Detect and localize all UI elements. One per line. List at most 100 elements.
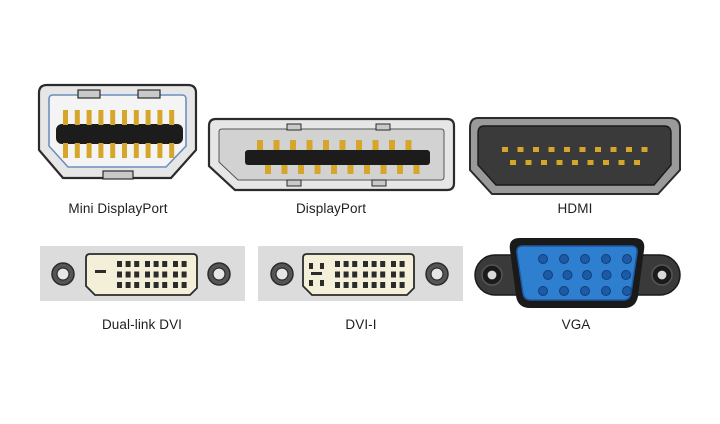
dvi-i-analog-pins [309, 263, 324, 286]
pin-hole [363, 271, 368, 278]
pin-hole [145, 271, 150, 278]
hdmi-pins-top [502, 147, 648, 152]
pin-hole [562, 270, 573, 280]
pin-hole [538, 254, 548, 264]
mini-displayport-pins-top [63, 110, 175, 125]
pin-hole [145, 282, 150, 288]
pin [110, 110, 116, 125]
pin-hole [117, 282, 122, 288]
pin-hole [391, 261, 396, 267]
pin [525, 160, 532, 165]
vga-left-screw [481, 264, 503, 286]
displayport-pins-bottom [265, 165, 420, 174]
pin-hole [352, 282, 358, 288]
pin [618, 160, 625, 165]
pin-hole [559, 286, 569, 296]
pin-hole [125, 282, 131, 288]
pin [389, 140, 395, 150]
pin [122, 143, 127, 158]
pin [323, 140, 329, 150]
pin-hole [181, 261, 187, 267]
pin [610, 147, 617, 152]
dual-link-dvi-right-screw [207, 262, 231, 286]
pin-hole [145, 261, 150, 267]
pin [579, 147, 586, 152]
pin-hole [380, 261, 386, 267]
pin-hole [162, 261, 168, 267]
pin [273, 140, 280, 150]
pin [587, 160, 594, 165]
pin [145, 110, 151, 125]
pin-hole [371, 282, 377, 288]
pin [169, 143, 175, 158]
pin [347, 165, 354, 174]
pin [133, 110, 139, 125]
mini-displayport-connector [37, 83, 198, 180]
pin [510, 160, 516, 165]
pin [364, 165, 370, 174]
pin-hole [580, 254, 590, 264]
pin [63, 143, 68, 158]
pin [556, 160, 563, 165]
vga-right-screw [651, 264, 673, 286]
pin-hole [134, 282, 140, 288]
pin-hole [335, 261, 340, 267]
pin-hole [173, 271, 178, 278]
vga-pin-holes [538, 254, 632, 296]
pin [145, 143, 151, 158]
dual-link-dvi-left-screw [51, 262, 75, 286]
pin-hole [153, 271, 159, 278]
pin-hole [380, 282, 386, 288]
pin [641, 147, 648, 152]
pin [372, 140, 379, 150]
pin [169, 110, 175, 125]
pin-hole [352, 271, 358, 278]
pin-hole [399, 261, 405, 267]
pin-hole [173, 282, 178, 288]
vga-connector [474, 238, 681, 308]
pin [133, 143, 139, 158]
pin [98, 143, 104, 158]
pin-hole [380, 271, 386, 278]
pin [122, 110, 127, 125]
pin-hole [559, 254, 569, 264]
pin [157, 143, 163, 158]
dual-link-dvi-connector [40, 246, 245, 301]
pin [564, 147, 570, 152]
pin-hole [117, 261, 122, 267]
pin [290, 140, 296, 150]
pin [306, 140, 313, 150]
pin [548, 147, 555, 152]
pin [356, 140, 362, 150]
dual-link-dvi-label: Dual-link DVI [101, 317, 183, 332]
dvi-i-right-screw [425, 262, 449, 286]
pin [572, 160, 578, 165]
pin-hole [162, 282, 168, 288]
pin-hole [601, 286, 611, 296]
pin-hole [371, 261, 377, 267]
displayport-label: DisplayPort [295, 201, 367, 216]
displayport-pins-top [257, 140, 412, 150]
pin-hole [162, 271, 168, 278]
pin-hole [582, 270, 592, 280]
pin-hole [621, 270, 631, 280]
pin [380, 165, 387, 174]
pin [157, 110, 163, 125]
hdmi-connector [469, 117, 681, 195]
pin-hole [399, 271, 405, 278]
pin [533, 147, 539, 152]
pin-hole [343, 282, 349, 288]
pin-hole [125, 261, 131, 267]
pin-hole [391, 271, 396, 278]
pin [98, 110, 104, 125]
pin-hole [181, 271, 187, 278]
mini-displayport-pins-bottom [63, 143, 175, 158]
pin [331, 165, 337, 174]
dvi-i-left-screw [270, 262, 294, 286]
pin [257, 140, 263, 150]
pin-hole [352, 261, 358, 267]
vga-label: VGA [561, 317, 591, 332]
pin-hole [117, 271, 122, 278]
